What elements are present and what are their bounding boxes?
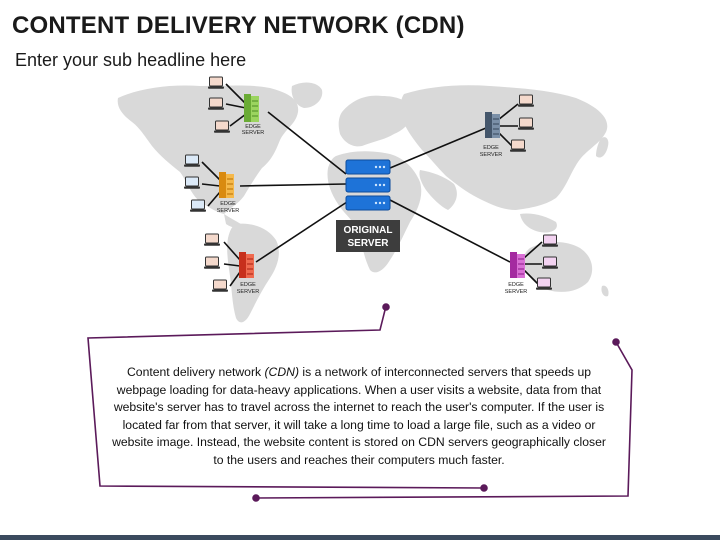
description-part: Content delivery network — [126, 365, 265, 379]
laptop-icon — [541, 256, 559, 270]
link-bottom-right — [389, 199, 511, 263]
link-mid-left — [239, 183, 347, 187]
frame-right-path — [255, 341, 633, 499]
link-top-left — [267, 111, 347, 175]
laptop-icon — [207, 97, 225, 111]
greenland-shape — [291, 82, 323, 108]
frame-dot — [382, 303, 390, 311]
japan-shape — [596, 137, 609, 158]
laptop-icon — [535, 277, 553, 291]
server-rack-icon — [345, 159, 391, 175]
edge-label-line2: SERVER — [242, 130, 265, 136]
edge-server-top-left: EDGE SERVER — [242, 94, 265, 136]
server-rack-icon — [345, 177, 391, 193]
edge-label-line2: SERVER — [505, 289, 528, 295]
laptop-link — [497, 103, 519, 121]
edge-label-line1: EDGE — [240, 282, 256, 288]
original-server: ORIGINAL SERVER — [336, 159, 400, 252]
server-tower-face — [492, 114, 500, 138]
laptop-icon — [517, 117, 535, 131]
frame-dot — [252, 494, 260, 502]
link-top-right — [389, 127, 487, 169]
laptop-icon — [203, 233, 221, 247]
description-text: Content delivery network (CDN) is a netw… — [112, 364, 606, 469]
bottom-bar — [0, 535, 720, 540]
page-subtitle: Enter your sub headline here — [15, 50, 247, 70]
edge-label-line1: EDGE — [483, 145, 499, 151]
edge-label-line1: EDGE — [245, 124, 261, 130]
description-frame — [87, 303, 633, 502]
server-tower-icon — [510, 252, 517, 278]
edge-label-line2: SERVER — [217, 208, 240, 214]
new-zealand-shape — [601, 285, 609, 297]
laptop-link — [225, 83, 247, 105]
server-tower-icon — [244, 94, 251, 122]
arabia-shape — [419, 170, 457, 210]
laptop-icon — [211, 279, 229, 293]
laptop-icon — [517, 94, 535, 108]
server-tower-face — [251, 96, 259, 122]
original-server-label-box — [336, 220, 400, 252]
laptop-link — [523, 269, 539, 285]
frame-left-path — [87, 305, 485, 489]
server-tower-face — [226, 174, 234, 198]
server-tower-face — [246, 254, 254, 278]
edge-label-line2: SERVER — [480, 152, 503, 158]
laptop-link — [225, 103, 247, 109]
frame-dot — [480, 484, 488, 492]
laptop-link — [497, 131, 513, 147]
laptop-icon — [541, 234, 559, 248]
original-server-label-line1: ORIGINAL — [344, 225, 393, 236]
edge-label-line1: EDGE — [508, 282, 524, 288]
laptop-link — [223, 263, 241, 267]
laptop-link — [229, 271, 241, 287]
laptop-link — [201, 183, 221, 187]
north-america-shape — [117, 85, 299, 214]
connection-lines — [201, 83, 543, 287]
europe-shape — [338, 95, 414, 147]
indonesia-shape — [520, 213, 557, 233]
laptop-link — [207, 191, 221, 207]
edge-label-line1: EDGE — [220, 201, 236, 207]
server-rack-icon — [345, 195, 391, 211]
page-title: CONTENT DELIVERY NETWORK (CDN) — [12, 12, 465, 39]
description-part: is a network of interconnected servers t… — [112, 365, 606, 467]
asia-shape — [400, 85, 608, 210]
server-tower-face — [517, 254, 525, 278]
laptop-icon — [207, 76, 225, 90]
laptop-icon — [189, 199, 207, 213]
laptop-icon — [213, 120, 231, 134]
server-tower-icon — [485, 112, 492, 138]
link-bottom-left — [255, 199, 351, 263]
laptop-link — [229, 113, 247, 127]
laptop-link — [523, 241, 543, 259]
edge-server-bottom-right: EDGE SERVER — [505, 252, 528, 295]
laptop-icon — [203, 256, 221, 270]
laptop-link — [223, 241, 241, 261]
frame-dot — [612, 338, 620, 346]
server-tower-icon — [219, 172, 226, 198]
laptop-link — [201, 161, 221, 181]
laptop-icon — [509, 139, 527, 153]
edge-label-line2: SERVER — [237, 289, 260, 295]
description-italic: (CDN) — [264, 365, 300, 379]
laptop-icon — [183, 154, 201, 168]
original-server-label-line2: SERVER — [348, 238, 390, 249]
laptop-icon — [183, 176, 201, 190]
edge-server-mid-left: EDGE SERVER — [217, 172, 240, 214]
server-tower-icon — [239, 252, 246, 278]
edge-server-bottom-left: EDGE SERVER — [237, 252, 260, 295]
edge-server-top-right: EDGE SERVER — [480, 112, 503, 158]
